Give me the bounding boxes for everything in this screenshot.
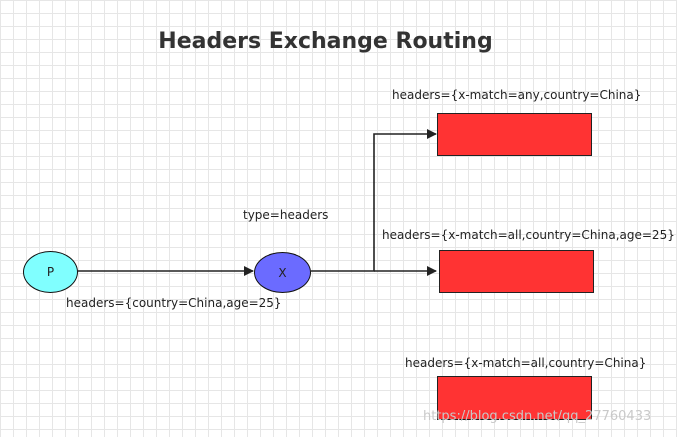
producer-label: P (46, 265, 55, 279)
queue-3-box (437, 376, 592, 420)
queue-3-binding-label: headers={x-match=all,country=China} (405, 356, 647, 370)
exchange-node: X (254, 252, 311, 293)
exchange-to-queue-1-arrow (311, 129, 437, 272)
message-headers-label: headers={country=China,age=25} (66, 296, 282, 310)
exchange-label: X (278, 265, 287, 280)
diagram-title: Headers Exchange Routing (158, 29, 493, 54)
queue-2-box (439, 250, 594, 293)
queue-1-binding-label: headers={x-match=any,country=China} (392, 88, 642, 102)
queue-1-box (437, 113, 592, 156)
producer-node: P (23, 251, 78, 293)
queue-2-binding-label: headers={x-match=all,country=China,age=2… (382, 228, 675, 242)
watermark: https://blog.csdn.net/qq_27760433 (423, 409, 652, 424)
exchange-type-label: type=headers (243, 208, 329, 222)
